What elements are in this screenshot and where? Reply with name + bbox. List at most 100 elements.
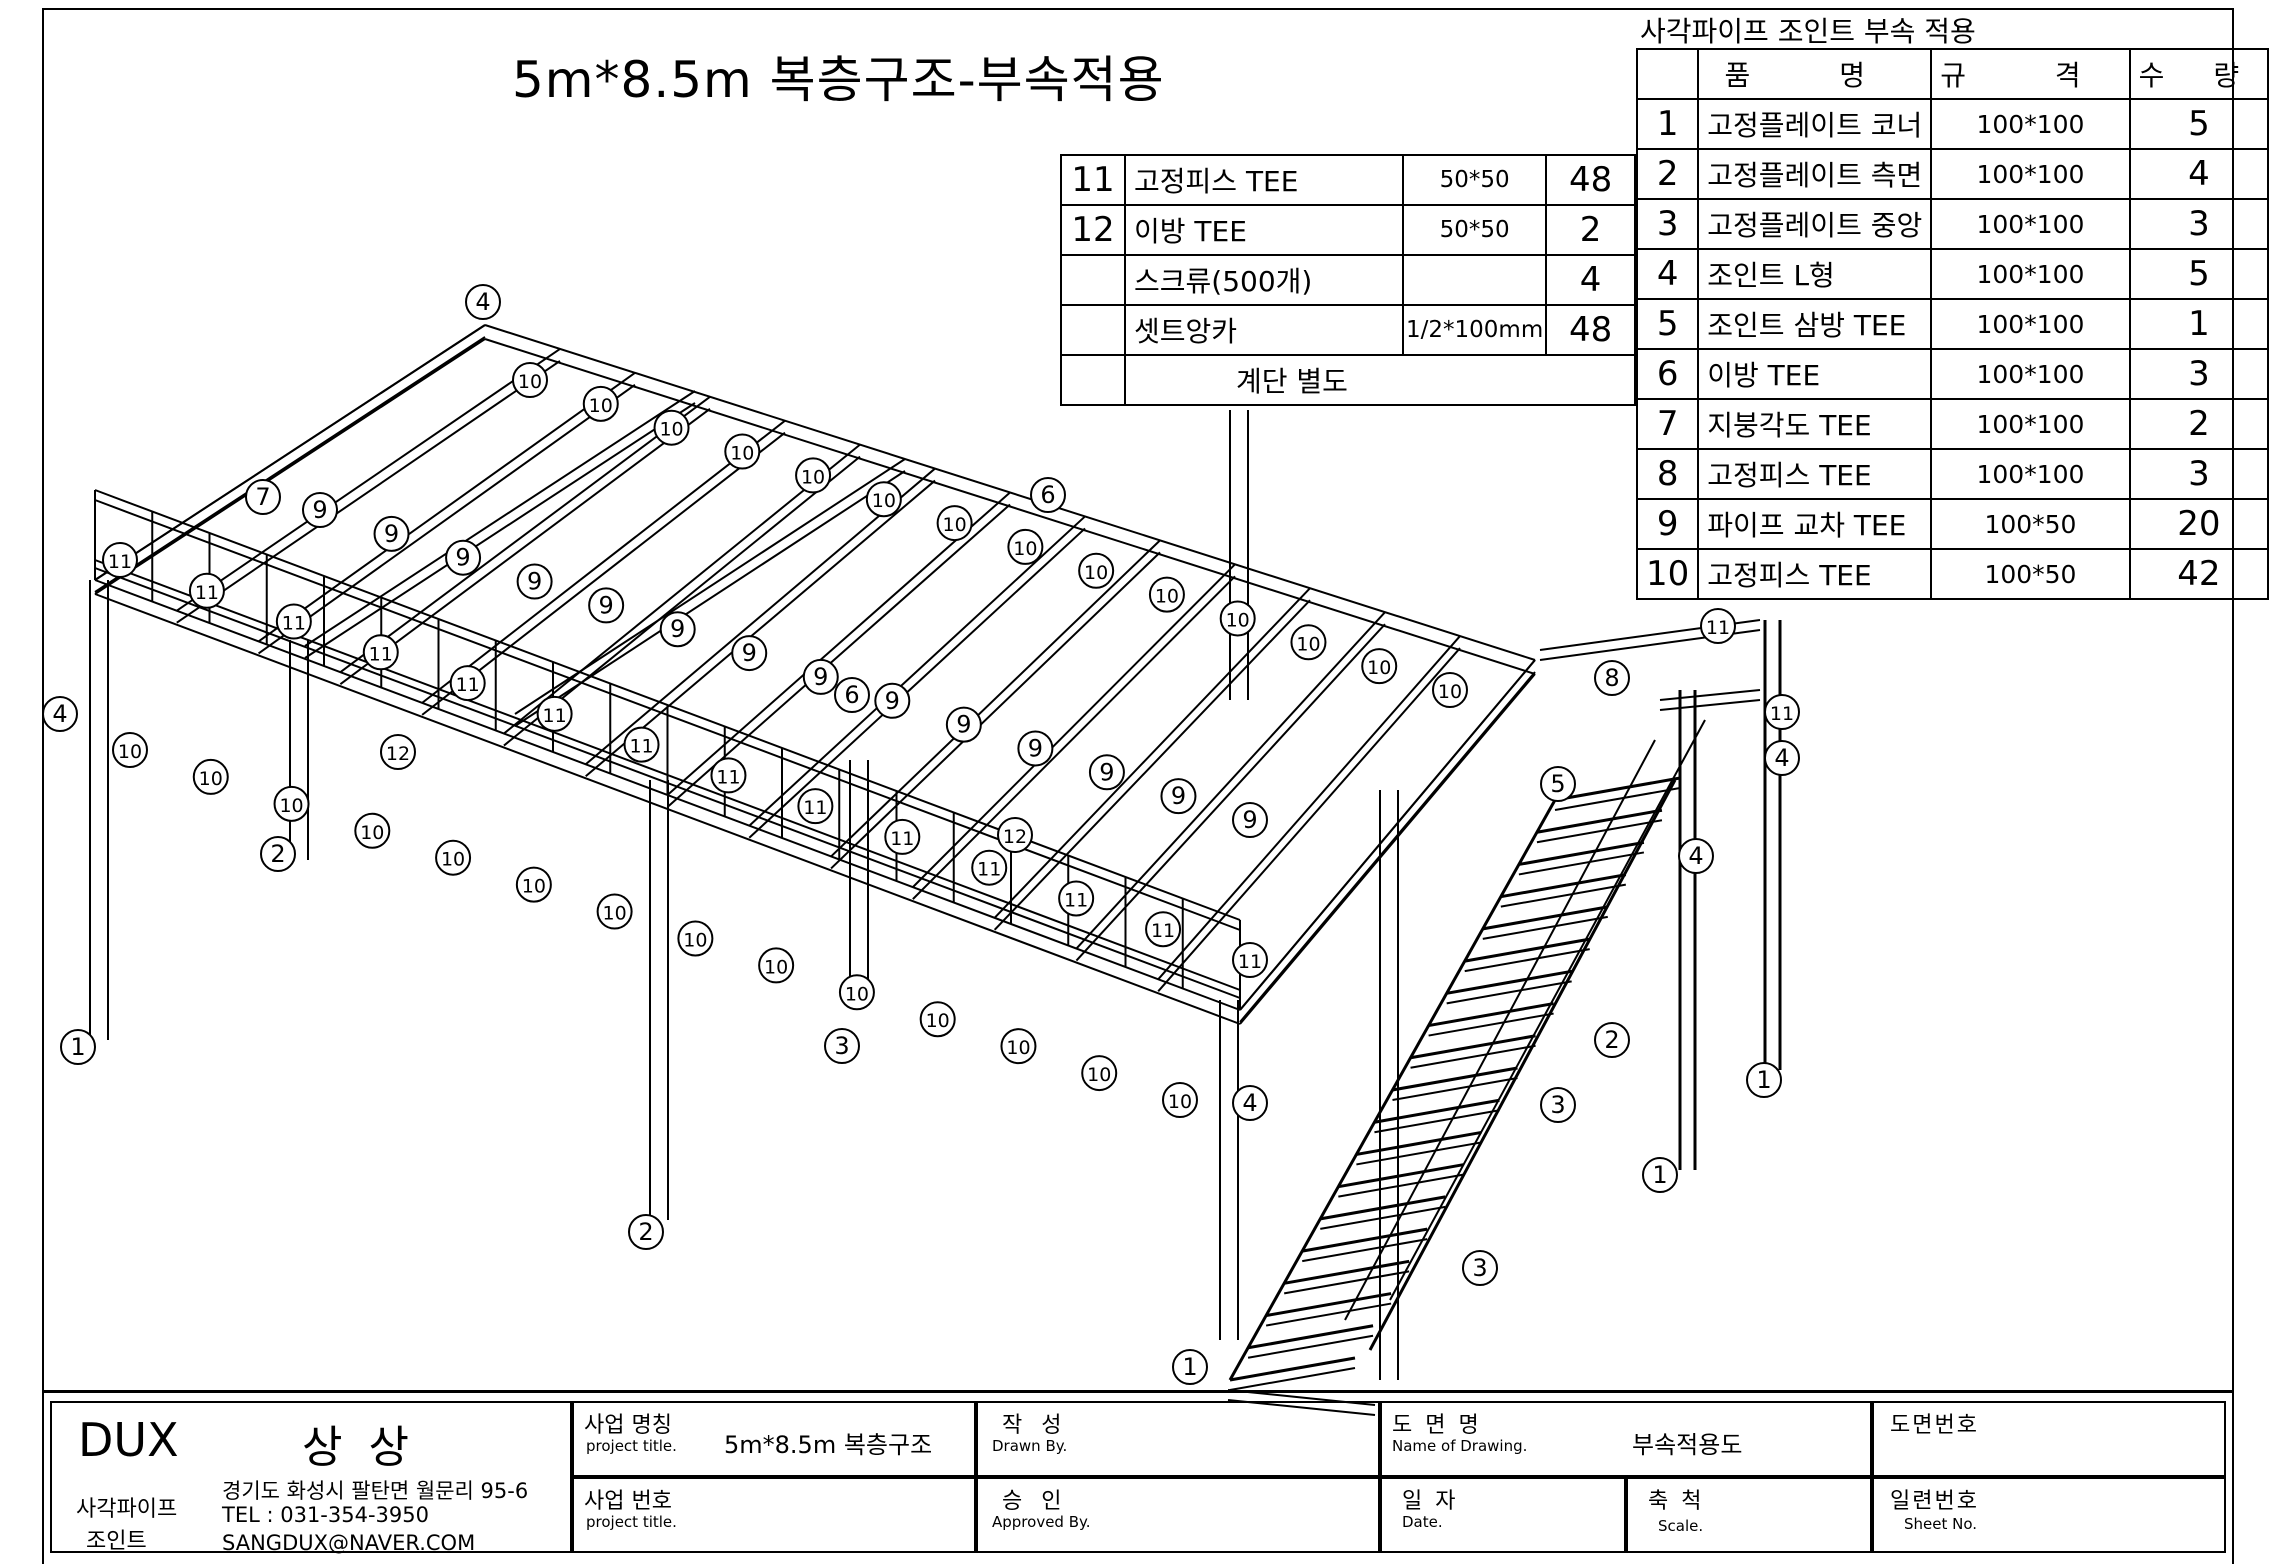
callout-circle [582,385,619,422]
parts-table-caption: 사각파이프 조인트 부속 적용 [1640,15,1976,48]
callout-circle [758,947,795,984]
part-spec [1401,254,1548,306]
stair-note: 계단 별도 [1124,354,1636,406]
brand-logo: DUX [78,1413,179,1467]
callout-number: 9 [885,687,900,715]
part-no: 11 [1060,154,1126,206]
right-beam [1239,659,1536,1011]
callout-circle [1700,608,1736,644]
project-no-cell: 사업 번호 project title. [572,1477,976,1553]
part-name: 스크류(500개) [1124,254,1404,306]
part-callout: 11 [1058,880,1095,917]
left-beam [94,324,486,581]
callout-number: 1 [1182,1353,1197,1381]
stair-tread [1229,1367,1356,1391]
callout-number: 10 [1084,562,1108,584]
callout-circle [362,634,399,671]
header-no [1635,48,1700,100]
part-callout: 11 [623,726,660,763]
structure-frame [89,324,1782,1416]
callout-circle [354,812,391,849]
callout-number: 10 [845,983,869,1005]
stair-tread [1446,969,1572,995]
part-spec: 100*100 [1930,248,2131,300]
stair-tread [1500,883,1627,908]
part-qty: 2 [2128,398,2270,450]
callout-circle [465,284,501,320]
part-spec: 100*100 [1930,198,2131,250]
part-callout: 11 [275,603,312,640]
callout-circle [1232,942,1268,978]
part-callout: 1 [1172,1349,1208,1385]
callout-number: 6 [844,681,859,709]
stair-tread [1374,1098,1500,1124]
callout-number: 11 [369,643,393,665]
callout-circle [515,866,552,903]
callout-number: 10 [872,490,896,512]
joist [912,563,1236,888]
stair-tread [1338,1173,1464,1198]
callout-number: 10 [730,443,754,465]
part-callout: 10 [795,457,832,494]
note-no [1060,354,1126,406]
part-callout: 10 [724,433,761,470]
part-callout: 11 [536,695,573,732]
date-cell: 일 자 Date. [1380,1477,1626,1553]
scale-cell: 축 척 Scale. [1626,1477,1872,1553]
callout-number: 1 [1756,1066,1771,1094]
right-beam [1239,673,1536,1025]
part-callout: 10 [1148,576,1185,613]
part-callout: 10 [1081,1055,1118,1092]
callout-circle [731,635,768,672]
joist [421,431,786,716]
joist [503,443,861,735]
callout-circle [273,785,310,822]
callout-number: 11 [716,766,740,788]
callout-circle [1017,730,1054,767]
part-no: 9 [1635,498,1700,550]
part-callout: 12 [997,817,1033,853]
part-no: 12 [1060,204,1126,256]
callout-circle [1058,880,1095,917]
part-callout: 11 [449,665,486,702]
part-spec: 100*100 [1930,298,2131,350]
part-callout: 6 [1030,477,1066,513]
callout-circle [1290,624,1327,661]
callout-number: 4 [52,700,67,728]
part-callout: 10 [919,1001,956,1038]
callout-circle [936,505,973,542]
callout-number: 11 [1770,703,1794,725]
callout-number: 10 [441,849,465,871]
callout-number: 10 [1087,1064,1111,1086]
part-no [1060,304,1126,356]
part-no [1060,254,1126,306]
callout-circle [380,734,416,770]
part-callout: 11 [362,634,399,671]
callout-circle [42,696,78,732]
callout-circle [628,1214,664,1250]
callout-number: 2 [1604,1026,1619,1054]
callout-number: 10 [1168,1091,1192,1113]
header-name: 품 명 [1697,48,1933,100]
part-callout: 10 [273,785,310,822]
joist [1157,647,1461,992]
callout-circle [623,726,660,763]
callout-circle [838,974,875,1011]
part-callout: 3 [1540,1087,1576,1123]
stair-tread [1283,1259,1410,1285]
callout-circle [677,920,714,957]
title-block: DUX 상 상 사각파이프 조인트 경기도 화성시 팔탄면 월문리 95-6 T… [42,1390,2234,1560]
part-callout: 2 [628,1214,664,1250]
part-callout: 1 [1746,1062,1782,1098]
callout-number: 3 [1472,1254,1487,1282]
part-callout: 12 [380,734,416,770]
stair-handrail [1344,739,1656,1321]
callout-circle [795,457,832,494]
callout-circle [435,839,472,876]
